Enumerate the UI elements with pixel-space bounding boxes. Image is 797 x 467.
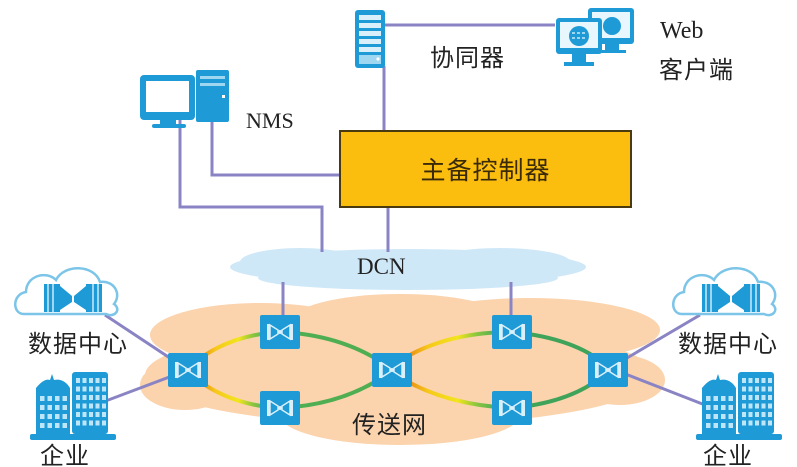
cloud-datacenter-icon [672,267,777,317]
controller-label: 主备控制器 [420,156,551,185]
right-datacenter-label: 数据中心 [678,330,778,358]
server-icon [355,10,385,68]
link-nms-dcn [178,120,324,252]
web-client-label-line2: 客户端 [659,56,734,84]
left-datacenter-label: 数据中心 [28,330,128,358]
nms-label: NMS [246,108,294,133]
building-icon [30,372,116,440]
right-enterprise-label: 企业 [703,442,753,467]
dcn-cloud [230,248,586,290]
web-client-icon [556,8,634,66]
left-enterprise-label: 企业 [40,442,90,467]
dcn-label: DCN [357,254,406,279]
switch-group [168,315,628,425]
switch-icon [260,315,300,349]
coordinator-label: 协同器 [430,44,505,72]
switch-icon [492,315,532,349]
controller-box: 主备控制器 [339,130,632,208]
switch-icon [588,353,628,387]
switch-icon [492,391,532,425]
cloud-datacenter-icon [14,267,119,317]
link-nms-controller [210,120,339,177]
switch-icon [372,353,412,387]
web-client-label-line1: Web [660,18,704,44]
building-icon [696,372,782,440]
transport-network-label: 传送网 [352,411,427,439]
switch-icon [168,353,208,387]
switch-icon [260,391,300,425]
desktop-computer-icon [140,70,229,128]
